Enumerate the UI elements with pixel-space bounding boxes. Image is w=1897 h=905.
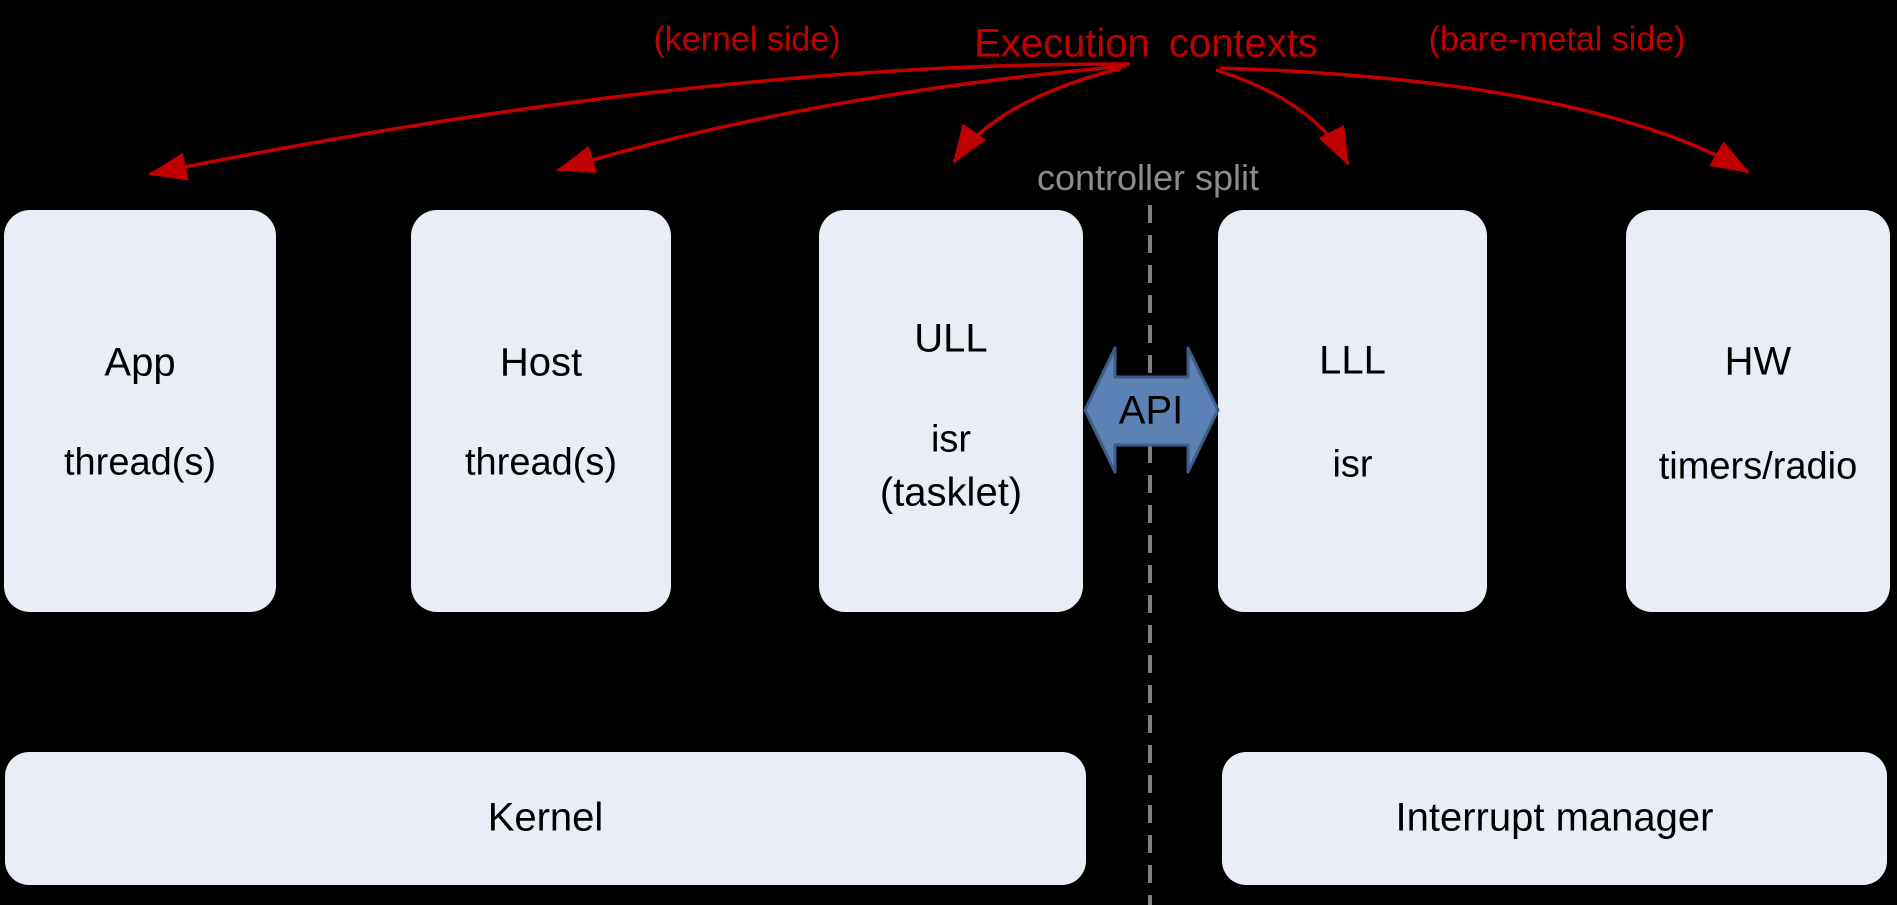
api-double-arrow [1083,346,1220,474]
hw-box-title: HW [1724,339,1792,384]
app-box-subtitle: thread(s) [63,441,217,484]
api-label: API [1118,388,1184,433]
hw-box: HW timers/radio [1626,210,1890,612]
host-box: Host thread(s) [411,210,671,612]
arrow-execution-to-host [556,64,1127,174]
kernel-side-label: (kernel side) [653,20,841,59]
arrow-execution-to-hw [1219,66,1750,174]
interrupt-manager-box: Interrupt manager [1222,752,1887,885]
bare-metal-side-label: (bare-metal side) [1428,20,1686,59]
host-box-subtitle: thread(s) [464,441,618,484]
ull-box-tasklet-line: (tasklet) [879,470,1023,515]
ull-box: ULL isr (tasklet) [819,210,1083,612]
controller-split-label: controller split [1036,157,1260,198]
arrow-execution-to-lll [1215,68,1350,166]
arrow-execution-to-ull [952,66,1123,164]
execution-contexts-title: Execution contexts [974,21,1318,66]
lll-box-isr-line: isr [1332,443,1373,486]
host-box-title: Host [499,340,583,385]
app-box: App thread(s) [4,210,276,612]
ull-box-title: ULL [914,316,988,361]
interrupt-manager-box-label: Interrupt manager [1395,795,1714,840]
kernel-box: Kernel [5,752,1086,885]
lll-box-title: LLL [1319,338,1386,383]
hw-box-subtitle: timers/radio [1658,445,1858,488]
arrow-execution-to-app [148,62,1131,181]
app-box-title: App [104,340,176,385]
ull-box-isr-line: isr [930,418,972,461]
lll-box: LLL isr [1218,210,1487,612]
kernel-box-label: Kernel [487,795,604,840]
